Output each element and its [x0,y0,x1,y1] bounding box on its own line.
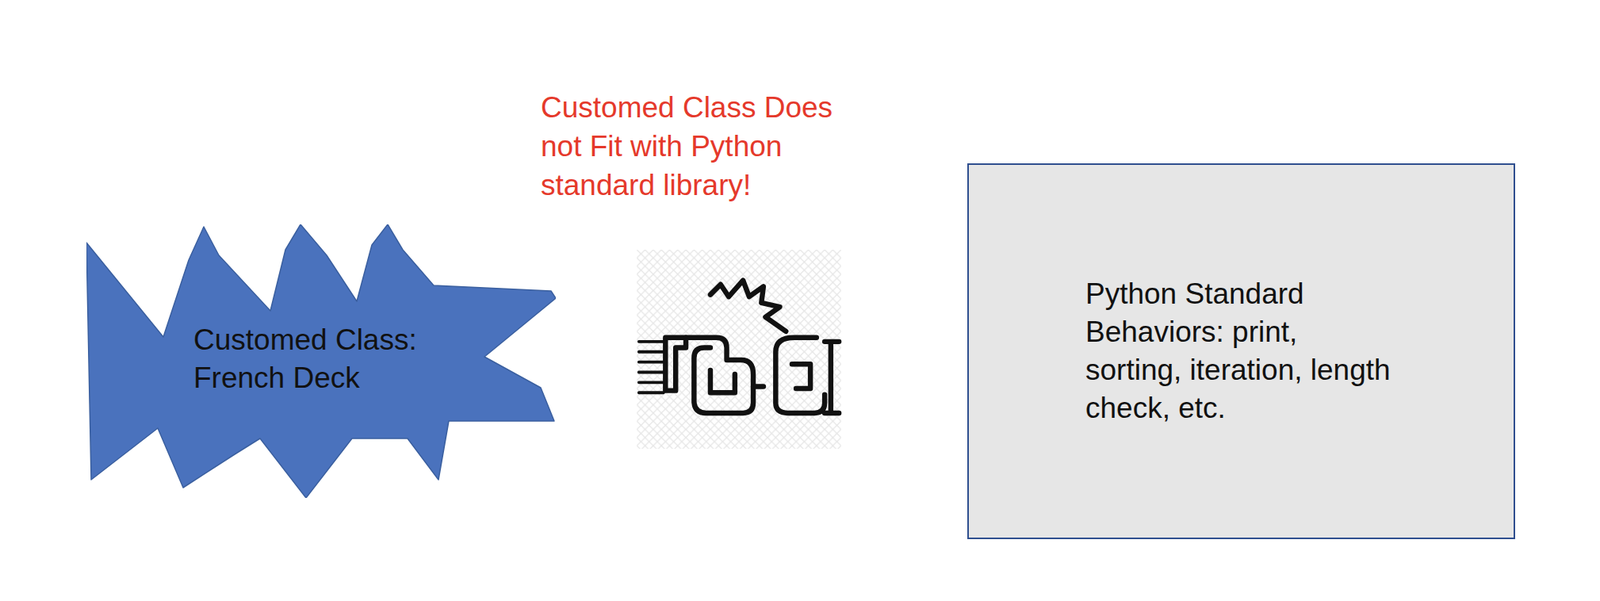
box-text: Python Standard Behaviors: print, sortin… [1085,275,1395,428]
icon-ground [636,249,841,449]
right-thumb [792,363,811,389]
left-fist [685,337,754,414]
left-thumb [710,370,735,393]
contact [753,383,764,389]
standard-behaviors-box: Python Standard Behaviors: print, sortin… [967,163,1516,540]
burst [710,280,786,332]
clash-icon [635,249,843,449]
blob-outline [86,224,556,498]
blob-shape [86,224,556,498]
left-cuff [665,337,686,391]
speed-lines [639,341,664,393]
text-wrap: Customed Class: French Deck [193,321,456,398]
right-fist [775,337,825,414]
custom-class-shape: Customed Class: French Deck [86,224,556,498]
warning-note: Customed Class Does not Fit with Python … [540,88,866,205]
right-cuff [824,341,839,414]
class-name: Customed Class: French Deck [193,321,456,398]
